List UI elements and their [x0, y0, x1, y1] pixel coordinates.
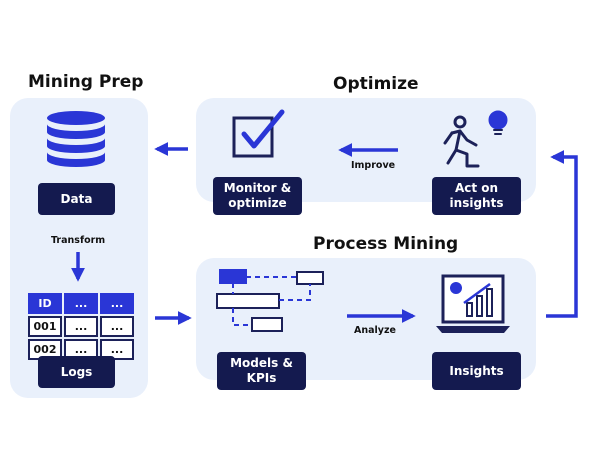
- checkbox-icon: [232, 109, 285, 158]
- table-cell: ...: [100, 316, 134, 337]
- insights-chip-label: Insights: [449, 363, 504, 378]
- logs-chip-label: Logs: [60, 364, 93, 379]
- act-on-insights-chip-label: Act on insights: [449, 181, 504, 210]
- mining-prep-heading: Mining Prep: [28, 72, 144, 92]
- table-cell: ...: [64, 316, 98, 337]
- data-chip: Data: [38, 183, 115, 215]
- logs-chip: Logs: [38, 356, 115, 388]
- table-cell: ...: [100, 339, 134, 360]
- improve-label: Improve: [351, 160, 396, 171]
- table-cell: 001: [28, 316, 62, 337]
- table-header-cell: ...: [100, 293, 134, 314]
- monitor-optimize-chip-label: Monitor & optimize: [223, 181, 292, 210]
- models-kpis-chip-label: Models & KPIs: [230, 356, 293, 385]
- table-header-row: ID ... ...: [28, 293, 134, 314]
- act-on-insights-chip: Act on insights: [432, 177, 521, 215]
- person-idea-icon: [443, 110, 508, 168]
- table-icon: ID ... ... 001 ... ... 002 ... ...: [26, 291, 136, 362]
- table-header-cell: ...: [64, 293, 98, 314]
- table-header-cell: ID: [28, 293, 62, 314]
- table-cell: 002: [28, 339, 62, 360]
- feedback-loop-arrow: [546, 150, 578, 318]
- analyze-label: Analyze: [354, 325, 396, 336]
- table-row: 001 ... ...: [28, 316, 134, 337]
- process-model-icon: [216, 269, 324, 332]
- monitor-optimize-chip: Monitor & optimize: [213, 177, 302, 215]
- insights-chip: Insights: [432, 352, 521, 390]
- transform-label: Transform: [51, 235, 106, 246]
- optimize-heading: Optimize: [333, 74, 419, 94]
- data-chip-label: Data: [60, 191, 93, 206]
- database-icon: [47, 111, 105, 167]
- process-mining-heading: Process Mining: [313, 234, 459, 254]
- dashboard-laptop-icon: [436, 274, 510, 333]
- models-kpis-chip: Models & KPIs: [217, 352, 306, 390]
